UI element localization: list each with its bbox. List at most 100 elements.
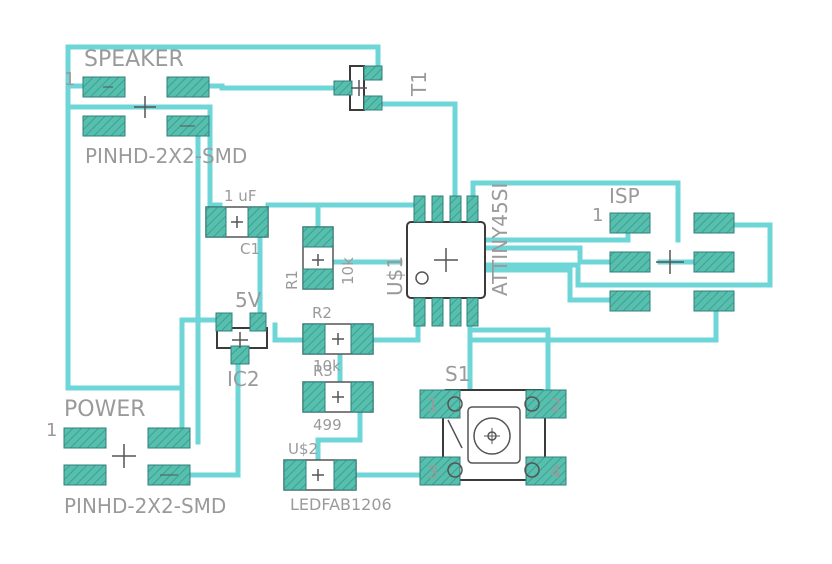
power-footprint-label: PINHD-2X2-SMD xyxy=(64,494,226,518)
u2-pad-2[interactable] xyxy=(333,459,357,491)
resistor-r1: R1 10k xyxy=(283,226,357,290)
power-pad-2[interactable] xyxy=(147,427,191,449)
speaker-label: SPEAKER xyxy=(84,47,184,72)
s1-pad1-label: 1 xyxy=(427,395,438,416)
s1-contact-line xyxy=(447,419,463,449)
ic2-origin-cross xyxy=(232,332,248,348)
transistor-t1: T1 xyxy=(333,65,431,111)
t1-pad-1[interactable] xyxy=(333,80,353,96)
c1-pad-2[interactable] xyxy=(247,206,269,238)
trace-vreg-down xyxy=(187,347,241,478)
u1-pad-bottom-2[interactable] xyxy=(431,297,444,327)
power-header: POWER 1 PINHD-2X2-SMD xyxy=(46,397,226,518)
capacitor-c1: 1 uF C1 xyxy=(205,187,269,258)
power-pin1-label: 1 xyxy=(46,420,57,441)
trace-spk-to-t1 xyxy=(185,83,338,91)
u1-pin1-dot xyxy=(415,271,429,285)
isp-origin-cross xyxy=(656,250,684,274)
trace-isp-bottom xyxy=(467,297,719,343)
power-label: POWER xyxy=(64,397,146,422)
ic2-name-label: IC2 xyxy=(227,367,260,391)
r2-name-label: R2 xyxy=(312,304,332,322)
power-pad-1[interactable] xyxy=(63,427,107,449)
s1-hole-1 xyxy=(447,396,463,412)
u1-pad-top-2[interactable] xyxy=(431,195,444,223)
trace-t1-to-u1 xyxy=(375,101,458,208)
power-origin-cross xyxy=(112,444,136,468)
r1-value-label: 10k xyxy=(339,257,357,285)
isp-pad-6[interactable] xyxy=(693,290,735,312)
c1-origin-cross xyxy=(231,216,243,228)
s1-pad-3[interactable] xyxy=(419,456,461,486)
trace-top-loop xyxy=(65,44,381,110)
s1-actuator[interactable] xyxy=(473,417,511,455)
ic2-pad-2[interactable] xyxy=(249,312,267,332)
s1-pad3-label: 3 xyxy=(427,462,438,483)
trace-r2-right xyxy=(369,322,421,343)
r2-pad-1[interactable] xyxy=(302,323,326,355)
isp-pad-2[interactable] xyxy=(693,212,735,234)
r2-value-label: 10k xyxy=(313,357,341,375)
s1-hole-4 xyxy=(524,462,540,478)
r3-pad-2[interactable] xyxy=(350,381,374,413)
s1-pad2-label: 2 xyxy=(550,395,561,416)
s1-pad-1[interactable] xyxy=(419,389,461,419)
u2-origin-cross xyxy=(312,469,324,481)
resistor-r2: R2 10k xyxy=(302,304,374,375)
trace-r2-left xyxy=(272,322,303,343)
u1-pad-bottom-1[interactable] xyxy=(413,297,426,327)
t1-pad-3[interactable] xyxy=(363,95,383,111)
isp-header: ISP 1 xyxy=(592,184,735,312)
s1-pad-2[interactable] xyxy=(525,389,567,419)
microcontroller-u1: U$1 ATTINY45SI xyxy=(383,183,512,327)
r1-pad-1[interactable] xyxy=(302,226,334,248)
s1-pad-4[interactable] xyxy=(525,456,567,486)
r2-pad-2[interactable] xyxy=(350,323,374,355)
s1-pad4-label: 4 xyxy=(550,462,561,483)
isp-pad-5[interactable] xyxy=(609,290,651,312)
speaker-footprint-label: PINHD-2X2-SMD xyxy=(85,144,247,168)
ic2-pad-1[interactable] xyxy=(215,312,233,332)
isp-pad-1[interactable] xyxy=(609,212,651,234)
r1-name-label: R1 xyxy=(283,270,301,290)
t1-pad-2[interactable] xyxy=(363,65,383,81)
speaker-header: SPEAKER 1 PINHD-2X2-SMD xyxy=(64,47,247,168)
trace-u1-isp-top xyxy=(470,180,681,243)
u1-pad-top-4[interactable] xyxy=(466,195,479,223)
u1-pad-bottom-3[interactable] xyxy=(449,297,462,327)
c1-pad-1[interactable] xyxy=(205,206,227,238)
r1-pad-2[interactable] xyxy=(302,268,334,290)
u2-pad-1[interactable] xyxy=(283,459,307,491)
trace-u1-isp-4 xyxy=(452,267,613,303)
switch-s1: S1 1 2 3 4 xyxy=(419,362,567,486)
u2-name-label: U$2 xyxy=(288,440,318,458)
r1-origin-cross xyxy=(312,254,324,266)
u1-pad-top-3[interactable] xyxy=(449,195,462,223)
speaker-pad-3[interactable] xyxy=(82,115,126,137)
u1-part-label: ATTINY45SI xyxy=(488,183,512,296)
isp-label: ISP xyxy=(609,184,640,208)
isp-pad-4[interactable] xyxy=(693,251,735,273)
u1-pad-bottom-4[interactable] xyxy=(466,297,479,327)
resistor-r3: R3 499 xyxy=(302,362,374,434)
power-pad-3[interactable] xyxy=(63,464,107,486)
u1-name-label: U$1 xyxy=(383,256,407,296)
r3-name-label: R3 xyxy=(313,362,333,380)
r3-value-label: 499 xyxy=(313,416,342,434)
u1-pad-top-1[interactable] xyxy=(413,195,426,223)
t1-origin-cross xyxy=(351,80,367,96)
r3-pad-1[interactable] xyxy=(302,381,326,413)
isp-pin1-label: 1 xyxy=(592,205,603,226)
s1-hole-2 xyxy=(524,396,540,412)
trace-spk-bottom-right xyxy=(185,123,201,445)
s1-hole-3 xyxy=(447,462,463,478)
ic2-pad-3[interactable] xyxy=(230,345,250,365)
c1-value-label: 1 uF xyxy=(224,187,256,205)
ic2-value-label: 5V xyxy=(235,288,262,312)
led-u2: U$2 LEDFAB1206 xyxy=(283,440,392,514)
isp-pad-3[interactable] xyxy=(609,251,651,273)
speaker-pad-2[interactable] xyxy=(166,76,210,98)
trace-spk-rail xyxy=(65,104,185,391)
s1-origin-cross xyxy=(484,428,500,444)
